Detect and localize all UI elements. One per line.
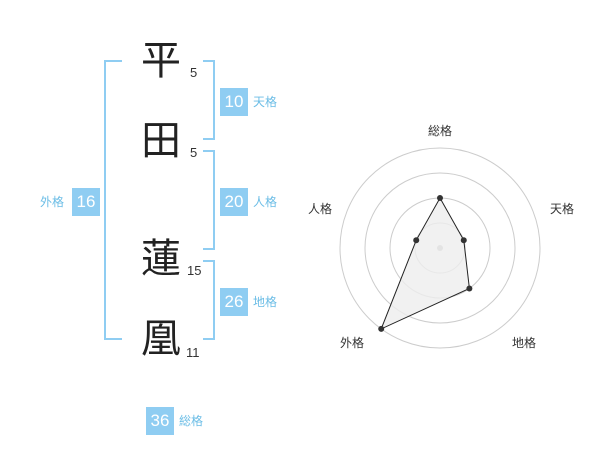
soukaku-label: 総格 bbox=[179, 414, 204, 428]
radar-point-2 bbox=[460, 237, 467, 244]
jinkaku-bracket bbox=[203, 150, 215, 250]
stroke-count-3: 15 bbox=[187, 263, 202, 278]
radar-point-4 bbox=[378, 325, 385, 332]
soukaku-value-badge: 36 bbox=[146, 407, 174, 435]
chikaku-value-badge: 26 bbox=[220, 288, 248, 316]
stroke-count-1: 5 bbox=[190, 65, 198, 80]
stroke-count-2: 5 bbox=[190, 145, 198, 160]
name-character-3: 蓮 bbox=[141, 236, 181, 282]
radar-axis-label-chikaku: 地格 bbox=[512, 336, 537, 350]
name-character-2: 田 bbox=[141, 118, 181, 164]
radar-axis-label-gaikaku: 外格 bbox=[340, 336, 365, 350]
radar-axis-label-soukaku: 総格 bbox=[428, 124, 453, 138]
radar-ring-3 bbox=[364, 172, 516, 324]
name-character-4: 凰 bbox=[141, 316, 181, 362]
gaikaku-bracket bbox=[104, 60, 122, 340]
radar-axis-label-tenkaku: 天格 bbox=[550, 202, 575, 216]
jinkaku-label: 人格 bbox=[253, 195, 278, 209]
stroke-count-4: 11 bbox=[186, 345, 200, 360]
radar-point-5 bbox=[413, 237, 420, 244]
radar-point-3 bbox=[466, 285, 473, 292]
radar-axis-label-jinkaku: 人格 bbox=[308, 202, 333, 216]
radar-ring-4 bbox=[339, 147, 541, 349]
radar-point-1 bbox=[437, 195, 443, 201]
gaikaku-value-badge: 16 bbox=[72, 188, 100, 216]
tenkaku-bracket bbox=[203, 60, 215, 140]
chikaku-label: 地格 bbox=[253, 295, 278, 309]
tenkaku-value-badge: 10 bbox=[220, 88, 248, 116]
gaikaku-label: 外格 bbox=[40, 195, 65, 209]
tenkaku-label: 天格 bbox=[253, 95, 278, 109]
jinkaku-value-badge: 20 bbox=[220, 188, 248, 216]
radar-series-polygon bbox=[380, 196, 470, 330]
chikaku-bracket bbox=[203, 260, 215, 340]
name-character-1: 平 bbox=[141, 38, 181, 84]
